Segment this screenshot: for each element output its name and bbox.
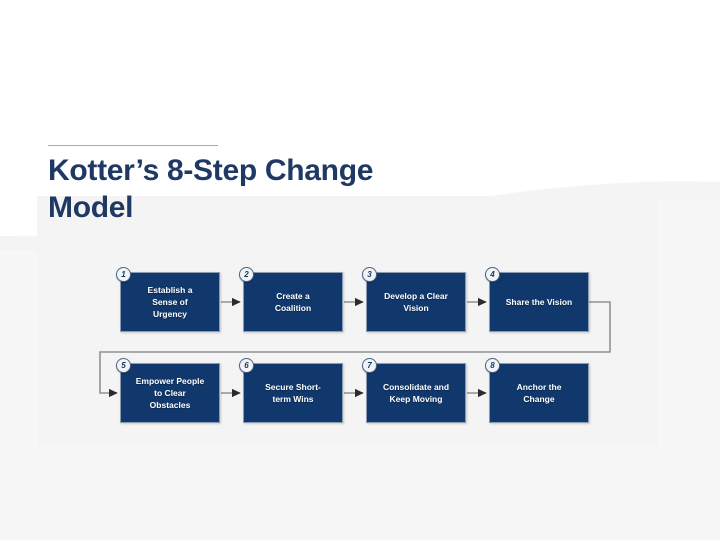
step-box-6[interactable]: 6 Secure Short- term Wins [239, 358, 343, 423]
step-label-2: Create a Coalition [274, 290, 312, 313]
step-label-8: Anchor the Change [516, 381, 562, 404]
step-label-5: Empower People to Clear Obstacles [135, 375, 205, 411]
step-label-6: Secure Short- term Wins [265, 381, 321, 404]
step-label-1: Establish a Sense of Urgency [147, 284, 193, 320]
title-divider-rule [48, 145, 218, 146]
step-number-badge-5: 5 [116, 358, 131, 373]
step-number-badge-1: 1 [116, 267, 131, 282]
step-box-1[interactable]: 1 Establish a Sense of Urgency [116, 267, 220, 332]
step-number-badge-8: 8 [485, 358, 500, 373]
step-label-3: Develop a Clear Vision [384, 290, 448, 313]
step-box-8[interactable]: 8 Anchor the Change [485, 358, 589, 423]
page-title: Kotter’s 8-Step Change Model [48, 154, 374, 225]
step-box-2[interactable]: 2 Create a Coalition [239, 267, 343, 332]
step-number-badge-6: 6 [239, 358, 254, 373]
step-number-badge-4: 4 [485, 267, 500, 282]
step-box-3[interactable]: 3 Develop a Clear Vision [362, 267, 466, 332]
step-label-4: Share the Vision [505, 296, 573, 307]
step-number-badge-3: 3 [362, 267, 377, 282]
step-box-5[interactable]: 5 Empower People to Clear Obstacles [116, 358, 220, 423]
step-number-badge-2: 2 [239, 267, 254, 282]
step-box-4[interactable]: 4 Share the Vision [485, 267, 589, 332]
step-label-7: Consolidate and Keep Moving [382, 381, 450, 404]
step-box-7[interactable]: 7 Consolidate and Keep Moving [362, 358, 466, 423]
step-number-badge-7: 7 [362, 358, 377, 373]
